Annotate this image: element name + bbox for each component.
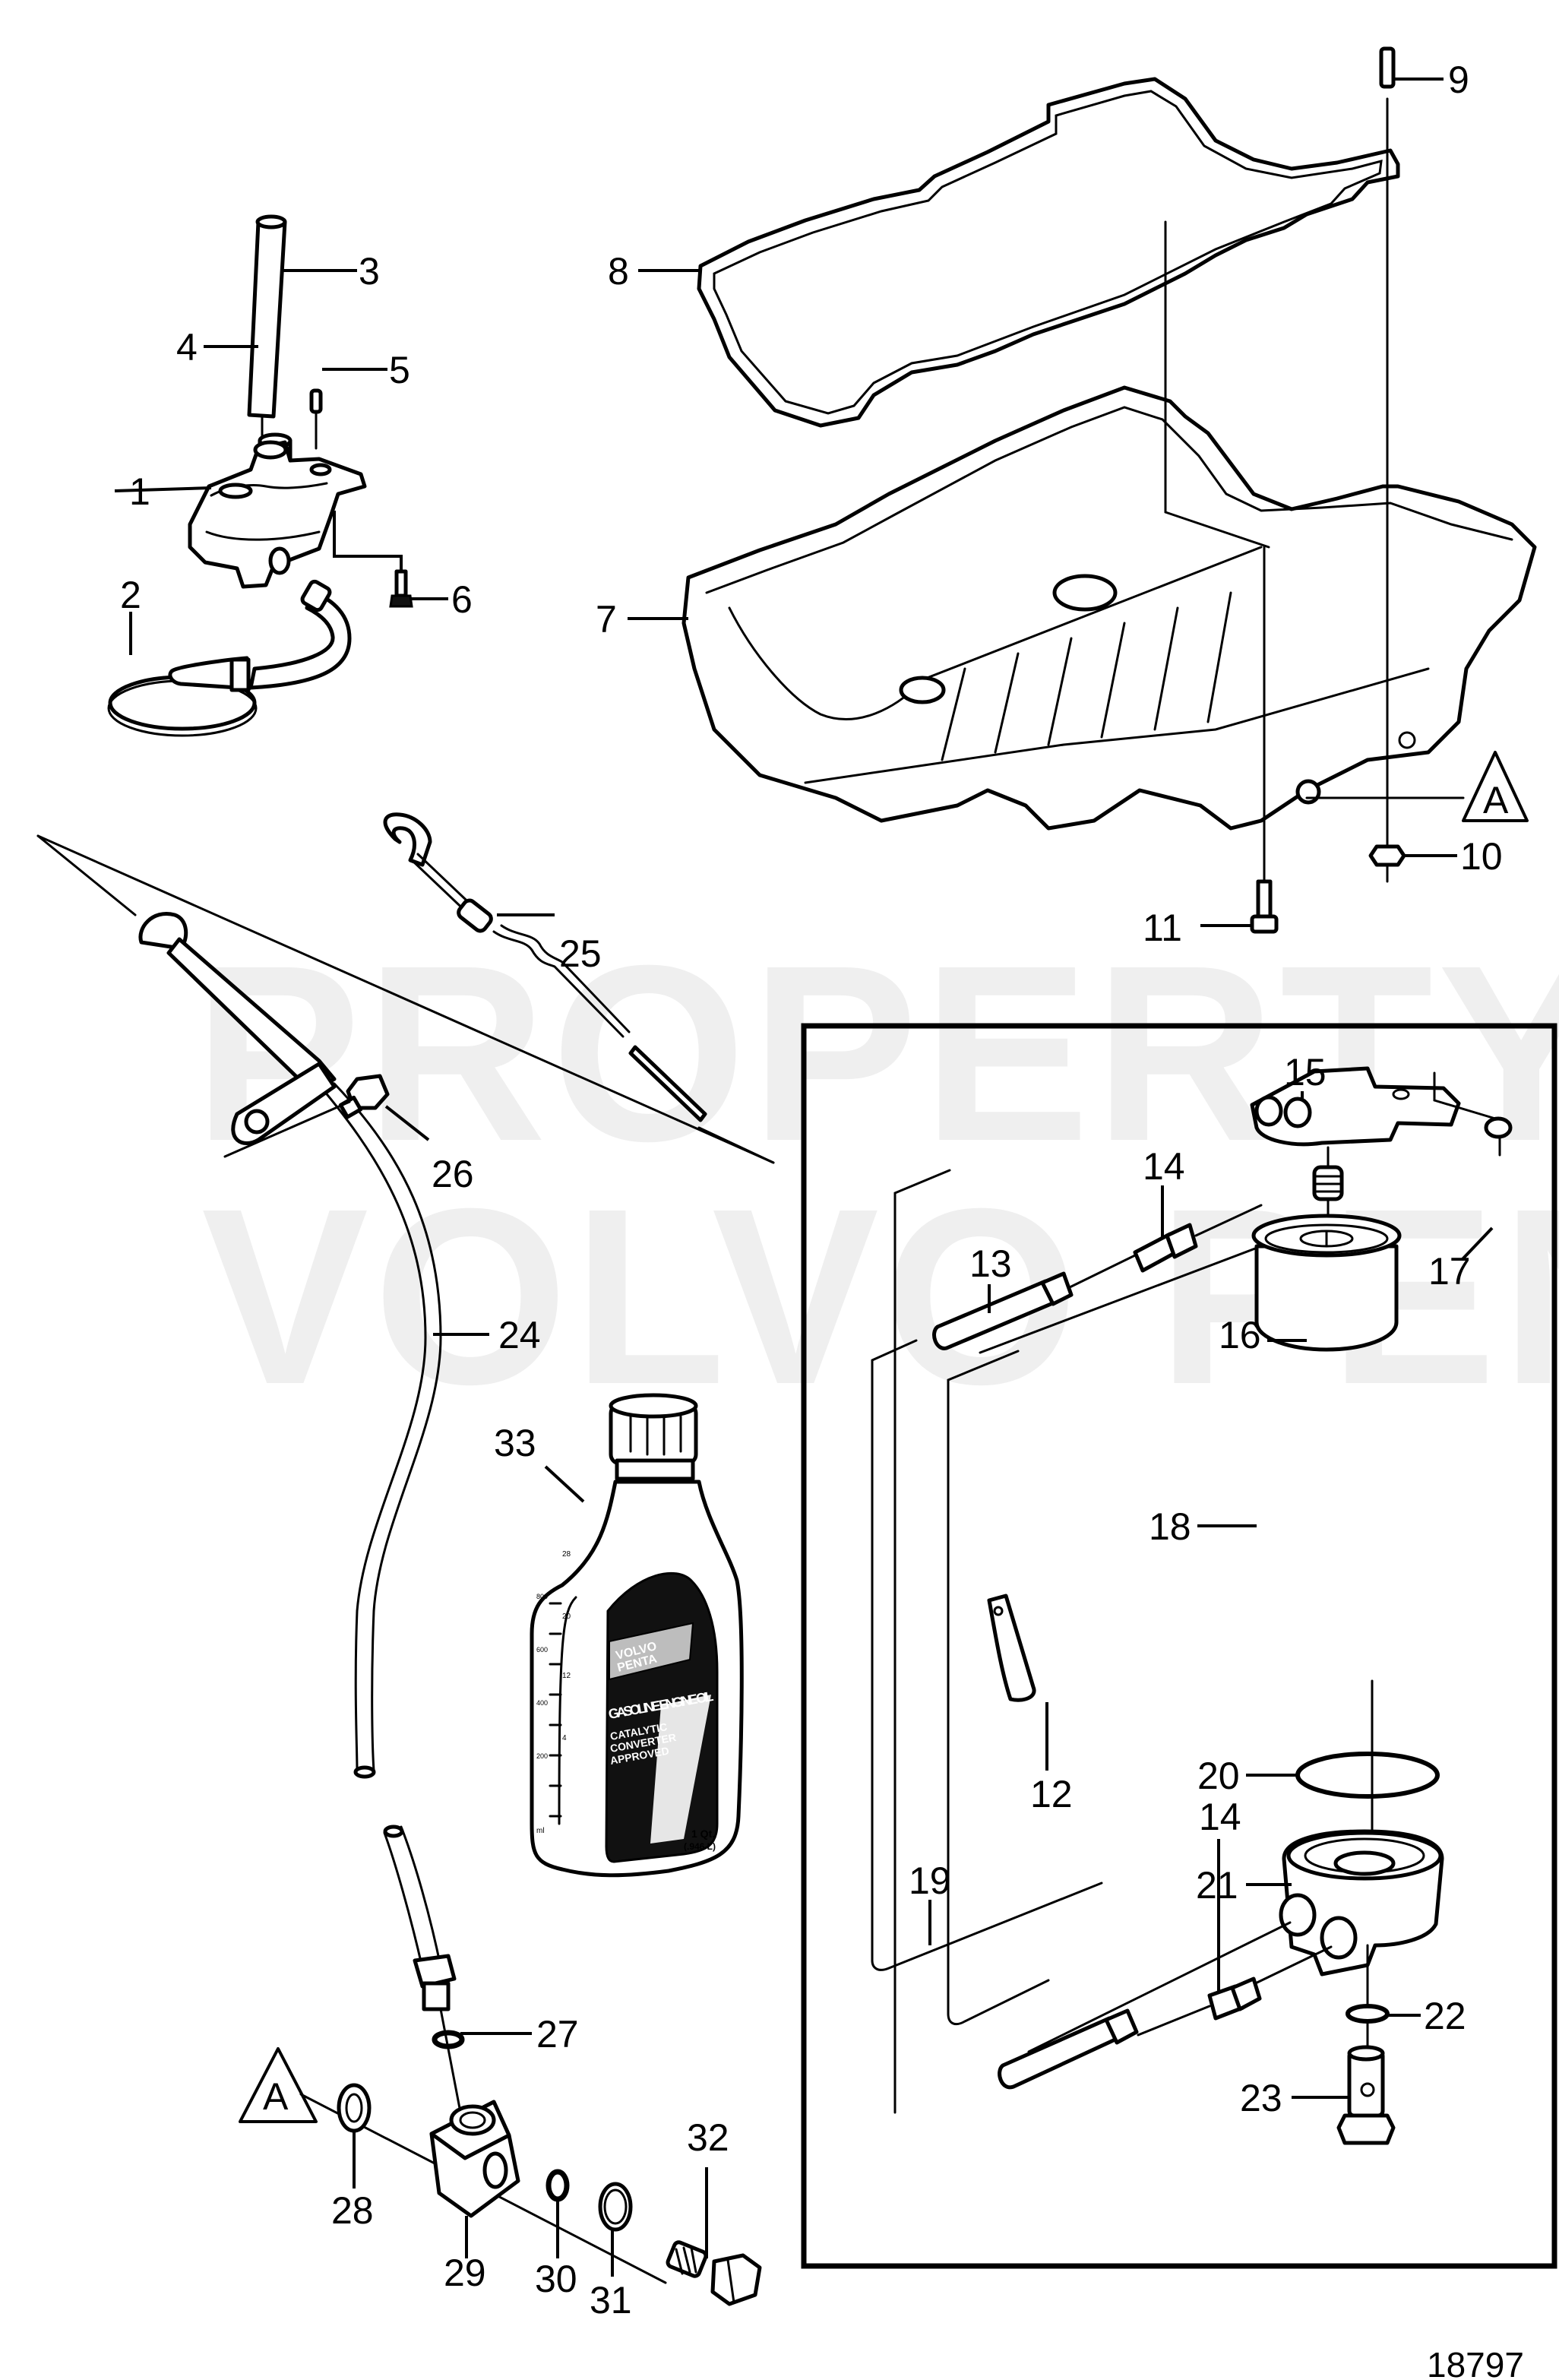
callout-6[interactable]: 6 (451, 578, 473, 621)
scale-ml-800: 800 (536, 1593, 548, 1600)
part-oil-pan-gasket[interactable] (697, 77, 1400, 428)
part-oil-hose-upper[interactable] (932, 1271, 1074, 1350)
kit-frame (801, 1023, 1557, 2269)
part-drain-block[interactable] (429, 2100, 520, 2218)
scale-ml-400: 400 (536, 1699, 548, 1707)
part-filter-adapter[interactable] (1279, 1829, 1444, 1976)
scale-ml-200: 200 (536, 1752, 548, 1760)
leader-26 (384, 1105, 430, 1141)
leader-17 (1460, 1226, 1494, 1261)
part-oil-filter[interactable] (1251, 1214, 1402, 1352)
part-washer[interactable] (337, 2083, 372, 2133)
callout-29[interactable]: 29 (444, 2252, 486, 2294)
part-oil-pickup-strainer[interactable] (107, 579, 352, 737)
callout-33[interactable]: 33 (494, 1422, 536, 1464)
part-adapter-fitting-upper[interactable] (1133, 1223, 1198, 1273)
part-o-ring-small[interactable] (432, 2030, 465, 2049)
callout-12[interactable]: 12 (1030, 1773, 1073, 1815)
svg-text:A: A (1483, 779, 1509, 821)
callout-17[interactable]: 17 (1428, 1250, 1471, 1293)
callout-1[interactable]: 1 (129, 470, 150, 513)
callout-3[interactable]: 3 (359, 250, 380, 293)
callout-14-upper[interactable]: 14 (1143, 1145, 1185, 1188)
part-dowel-pin[interactable] (309, 388, 323, 414)
callout-26[interactable]: 26 (432, 1153, 474, 1195)
callout-11[interactable]: 11 (1143, 907, 1182, 949)
watermark-line-1: PROPERTY OF (194, 913, 1559, 1193)
part-hose-clamp[interactable] (987, 1594, 1036, 1702)
part-seal-washer[interactable] (598, 2182, 633, 2232)
part-bracket-nut[interactable] (1484, 1116, 1513, 1139)
reference-marker-a-lower: A (239, 2047, 318, 2123)
scale-oz-12: 12 (562, 1672, 571, 1680)
callout-14-lower[interactable]: 14 (1199, 1796, 1241, 1838)
scale-oz-4: 4 (562, 1734, 567, 1742)
callout-labels: 1 2 3 4 5 6 7 8 9 10 11 12 13 14 15 16 1… (120, 59, 1503, 2321)
bottle-volume: 1 Qt. (691, 1828, 715, 1840)
part-threaded-nipple[interactable] (1312, 1165, 1344, 1201)
part-sealing-ring[interactable] (1346, 2004, 1390, 2024)
oil-pump-group (107, 214, 448, 737)
scale-oz-28: 28 (562, 1550, 571, 1559)
callout-31[interactable]: 31 (590, 2279, 632, 2321)
callout-13[interactable]: 13 (969, 1242, 1012, 1285)
callout-21[interactable]: 21 (1196, 1864, 1238, 1907)
part-dipstick[interactable] (383, 812, 707, 1122)
callout-10[interactable]: 10 (1460, 835, 1503, 878)
callout-24[interactable]: 24 (498, 1314, 541, 1356)
callout-15[interactable]: 15 (1284, 1051, 1327, 1093)
callout-22[interactable]: 22 (1424, 1995, 1466, 2037)
part-o-ring[interactable] (545, 2169, 570, 2202)
scale-ml-600: 600 (536, 1646, 548, 1654)
callout-8[interactable]: 8 (608, 250, 629, 293)
callout-7[interactable]: 7 (596, 598, 617, 641)
callout-18[interactable]: 18 (1149, 1505, 1191, 1548)
part-drain-plug[interactable] (666, 2240, 762, 2306)
part-adapter-fitting-lower[interactable] (1207, 1976, 1262, 2021)
callout-20[interactable]: 20 (1197, 1755, 1240, 1797)
scale-oz-20: 20 (562, 1613, 571, 1621)
part-oil-pan[interactable] (681, 385, 1537, 831)
leader-33 (544, 1465, 585, 1503)
callout-27[interactable]: 27 (536, 2013, 579, 2056)
part-stud[interactable] (1379, 46, 1396, 89)
dipstick-group (36, 812, 775, 1779)
callout-9[interactable]: 9 (1448, 59, 1469, 101)
part-oil-pump[interactable] (188, 440, 367, 589)
part-o-ring-large[interactable] (1295, 1752, 1440, 1799)
part-hollow-bolt[interactable] (1336, 2045, 1396, 2145)
figure-number: 18797 (1427, 2345, 1524, 2380)
part-oil-hose-lower[interactable] (998, 2008, 1139, 2090)
oil-pan-group: A (628, 46, 1537, 934)
callout-23[interactable]: 23 (1240, 2077, 1282, 2119)
part-filter-bracket[interactable] (1250, 1066, 1461, 1147)
bottle-volume-metric: (.946 L) (684, 1841, 716, 1852)
callout-4[interactable]: 4 (176, 326, 198, 369)
callout-5[interactable]: 5 (389, 349, 410, 391)
part-drive-shaft[interactable] (247, 214, 287, 419)
callout-25[interactable]: 25 (559, 932, 602, 975)
part-dipstick-tube[interactable] (138, 912, 442, 1779)
callout-30[interactable]: 30 (535, 2258, 577, 2300)
scale-unit: ml (536, 1827, 545, 1835)
part-engine-oil-bottle[interactable]: VOLVO PENTA GASOLINE ENGINE OIL CATALYTI… (530, 1393, 744, 1878)
part-nut[interactable] (1368, 844, 1406, 867)
reference-marker-a-upper: A (1305, 751, 1529, 822)
oil-filter-kit-box (801, 1023, 1557, 2269)
callout-16[interactable]: 16 (1219, 1314, 1261, 1356)
bottle-scale: 28 20 12 4 800 600 400 200 ml (536, 1550, 571, 1835)
part-pump-bolt[interactable] (389, 569, 413, 608)
leader-1 (114, 486, 212, 492)
callout-19[interactable]: 19 (909, 1859, 951, 1902)
part-pan-bolt[interactable] (1250, 879, 1279, 934)
drain-group: A (239, 1825, 762, 2306)
svg-text:A: A (263, 2075, 289, 2118)
part-hose-fitting (413, 1954, 457, 2011)
callout-2[interactable]: 2 (120, 574, 141, 616)
callout-28[interactable]: 28 (331, 2189, 374, 2232)
callout-32[interactable]: 32 (687, 2116, 729, 2159)
